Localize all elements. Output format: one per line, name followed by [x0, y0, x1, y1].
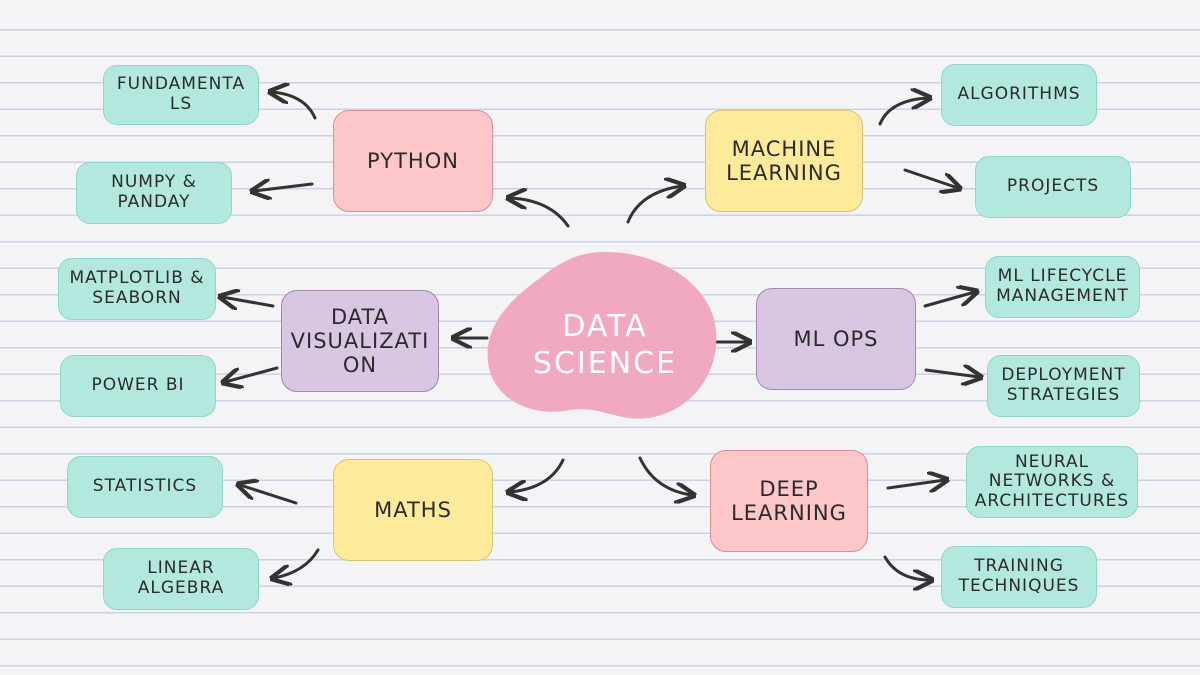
branch-ml-ops: ML OPS — [756, 288, 916, 390]
branch-maths: MATHS — [333, 459, 493, 561]
arrow-maths-linear — [274, 548, 320, 578]
leaf-training-techniques: TRAINING TECHNIQUES — [941, 546, 1097, 608]
branch-python: PYTHON — [333, 110, 493, 212]
leaf-linear-algebra: LINEAR ALGEBRA — [103, 548, 259, 610]
arrow-dl-neural — [886, 480, 945, 488]
arrow-center-ml — [626, 186, 682, 224]
branch-deep-learning: DEEP LEARNING — [710, 450, 868, 552]
arrow-dataviz-matplotlib — [222, 297, 275, 306]
branch-data-visualization: DATA VISUALIZATI ON — [281, 290, 439, 392]
leaf-ml-lifecycle: ML LIFECYCLE MANAGEMENT — [985, 256, 1140, 318]
arrow-mlops-deployment — [924, 370, 979, 377]
arrow-dataviz-powerbi — [225, 366, 279, 382]
leaf-projects: PROJECTS — [975, 156, 1131, 218]
leaf-deployment: DEPLOYMENT STRATEGIES — [987, 355, 1140, 417]
branch-machine-learning: MACHINE LEARNING — [705, 110, 863, 212]
arrow-python-numpy — [254, 184, 314, 191]
leaf-power-bi: POWER BI — [60, 355, 216, 417]
leaf-statistics: STATISTICS — [67, 456, 223, 518]
leaf-matplotlib-seaborn: MATPLOTLIB & SEABORN — [58, 258, 216, 320]
arrow-dl-training — [883, 555, 930, 580]
leaf-fundamentals: FUNDAMENTA LS — [103, 65, 259, 125]
leaf-algorithms: ALGORITHMS — [941, 64, 1097, 126]
arrow-ml-projects — [903, 168, 958, 188]
arrow-ml-algorithms — [878, 98, 928, 126]
arrow-center-dl — [638, 456, 692, 495]
center-topic-label: DATA SCIENCE — [532, 308, 678, 382]
arrow-center-python — [510, 198, 570, 228]
arrow-python-fundamentals — [272, 92, 317, 120]
arrow-center-maths — [510, 458, 565, 492]
arrow-mlops-lifecycle — [923, 292, 975, 308]
leaf-neural-networks: NEURAL NETWORKS & ARCHITECTURES — [966, 446, 1138, 518]
arrow-maths-statistics — [240, 485, 298, 505]
leaf-numpy-panday: NUMPY & PANDAY — [76, 162, 232, 224]
